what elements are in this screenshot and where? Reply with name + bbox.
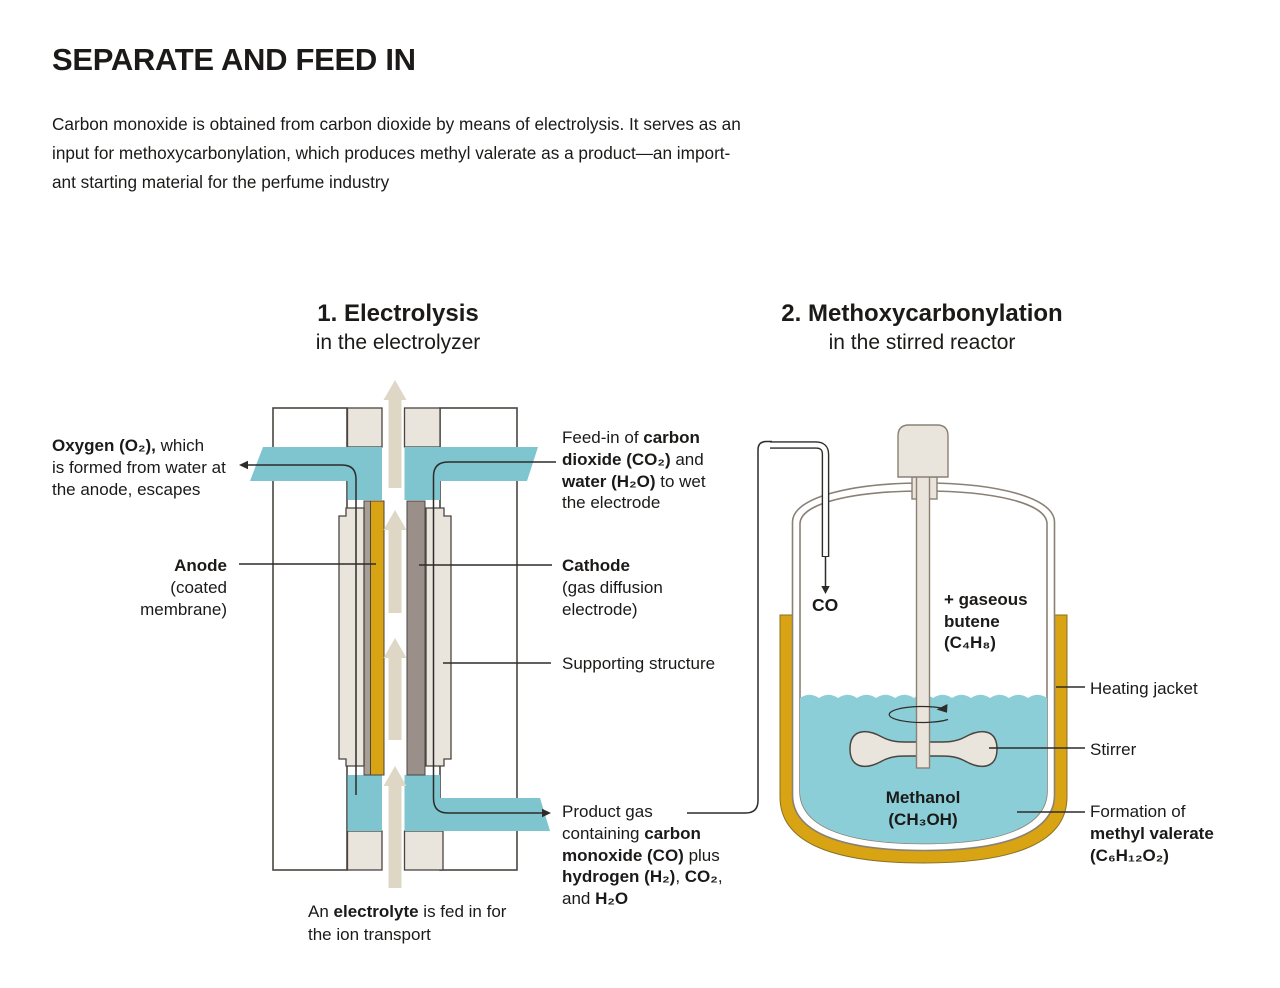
product-gas-outlet-channel	[404, 775, 550, 831]
oxygen-arrowhead	[239, 460, 248, 470]
page-title: SEPARATE AND FEED IN	[52, 42, 416, 77]
label-supporting-structure: Supporting structure	[562, 654, 716, 673]
product-to-reactor-connector-line	[687, 440, 772, 814]
reactor-diagram	[687, 424, 1085, 864]
product-gas-arrowhead	[542, 808, 551, 818]
label-methanol: Methanol (CH₃OH)	[885, 788, 961, 829]
right-supporting-structure	[425, 507, 452, 767]
section-2-subtitle: in the stirred reactor	[828, 331, 1016, 354]
left-supporting-structure	[338, 507, 365, 767]
bottom-left-channel	[347, 775, 382, 831]
section-1-subtitle: in the electrolyzer	[315, 331, 481, 354]
label-electrolyte: An electrolyte is fed in for the ion tra…	[308, 902, 507, 944]
anode-strip	[370, 500, 385, 776]
label-heating-jacket: Heating jacket	[1090, 679, 1198, 698]
electrolyte-up-arrow-1	[383, 380, 407, 488]
label-oxygen: Oxygen (O₂), which is formed from water …	[52, 436, 226, 499]
section-1-heading: 1. Electrolysis in the electrolyzer	[250, 299, 546, 357]
coated-membrane-strip	[363, 500, 371, 776]
label-product-gas: Product gas containing carbon monoxide (…	[562, 802, 723, 909]
intro-text: Carbon monoxide is obtained from carbon …	[52, 114, 741, 192]
feed-inlet-channel	[404, 447, 538, 500]
section-2-title: 2. Methoxycarbonylation	[781, 300, 1063, 327]
top-left-block	[346, 407, 383, 448]
label-gaseous-butene: + gaseous butene (C₄H₈)	[944, 590, 1028, 652]
label-stirrer: Stirrer	[1090, 740, 1137, 759]
electrolyte-up-arrow-3	[383, 638, 407, 740]
stirrer-motor	[897, 424, 949, 478]
label-anode: Anode (coated membrane)	[140, 556, 227, 619]
top-right-block	[403, 407, 441, 448]
rotation-arrow-arc	[888, 705, 949, 724]
electrolyte-up-arrow-2	[383, 510, 407, 613]
co-inlet-arrowhead	[821, 586, 830, 594]
stirrer-shaft	[915, 431, 931, 769]
label-cathode: Cathode (gas diffusion electrode)	[562, 556, 663, 619]
oxygen-flow-line	[245, 464, 357, 795]
section-2-heading: 2. Methoxycarbonylation in the stirred r…	[752, 299, 1092, 357]
bottom-right-block	[403, 830, 444, 871]
electrolyzer-left-housing	[272, 407, 348, 871]
label-co: CO	[812, 595, 839, 615]
label-feed-in: Feed-in of carbon dioxide (CO₂) and wate…	[562, 428, 706, 513]
electrolyte-up-arrow-4	[383, 766, 407, 888]
co-inlet-tube-bore	[770, 442, 828, 556]
oxygen-outlet-channel	[250, 447, 382, 500]
electrolyzer-diagram	[239, 380, 556, 888]
electrolyzer-right-housing	[439, 407, 518, 871]
section-1-title: 1. Electrolysis	[317, 300, 479, 327]
feed-to-product-flow-line	[432, 461, 556, 814]
label-methyl-valerate: Formation of methyl valerate (C₆H₁₂O₂)	[1090, 802, 1214, 865]
rotation-arrowhead	[936, 704, 948, 713]
bottom-left-block	[346, 830, 383, 871]
cathode-strip	[406, 500, 426, 776]
